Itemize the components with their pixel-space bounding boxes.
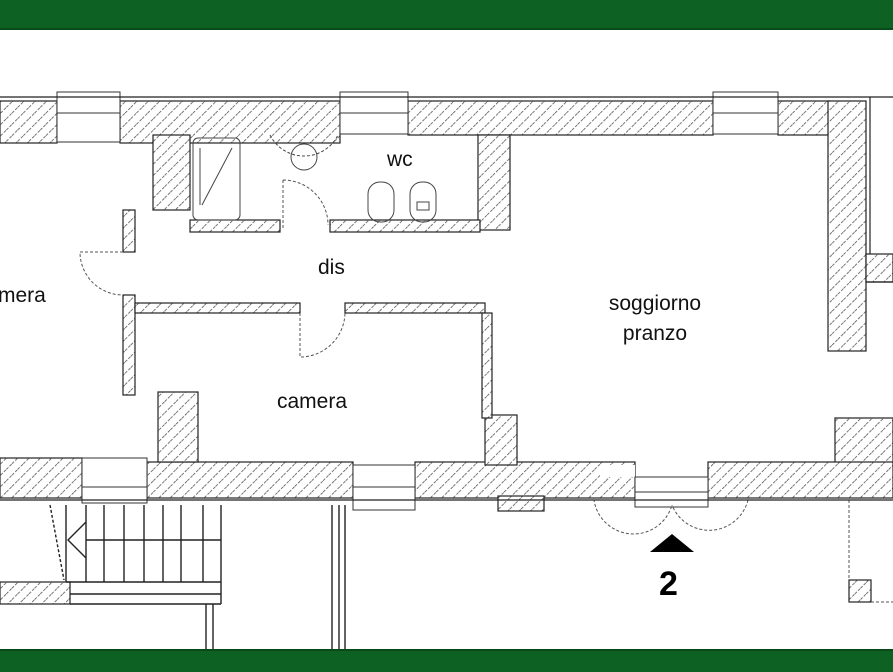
room-label-soggiorno: soggiorno xyxy=(608,292,702,315)
footer-bar xyxy=(0,649,893,672)
header-bar xyxy=(0,0,893,30)
bathroom-fixtures xyxy=(192,134,437,223)
exterior-walls xyxy=(0,100,893,605)
windows xyxy=(56,91,779,511)
room-label-wc: wc xyxy=(387,148,413,171)
room-label-camera: camera xyxy=(277,390,348,413)
entrance-arrow-icon xyxy=(650,534,694,552)
stairs xyxy=(49,504,346,649)
entrance-number: 2 xyxy=(659,565,678,603)
interior-partitions xyxy=(122,209,493,419)
room-label-dis: dis xyxy=(318,256,345,279)
room-label-camera-left: mera xyxy=(0,284,46,307)
room-label-pranzo: pranzo xyxy=(622,322,688,345)
building-outline xyxy=(0,96,893,501)
door-swings xyxy=(79,179,893,603)
